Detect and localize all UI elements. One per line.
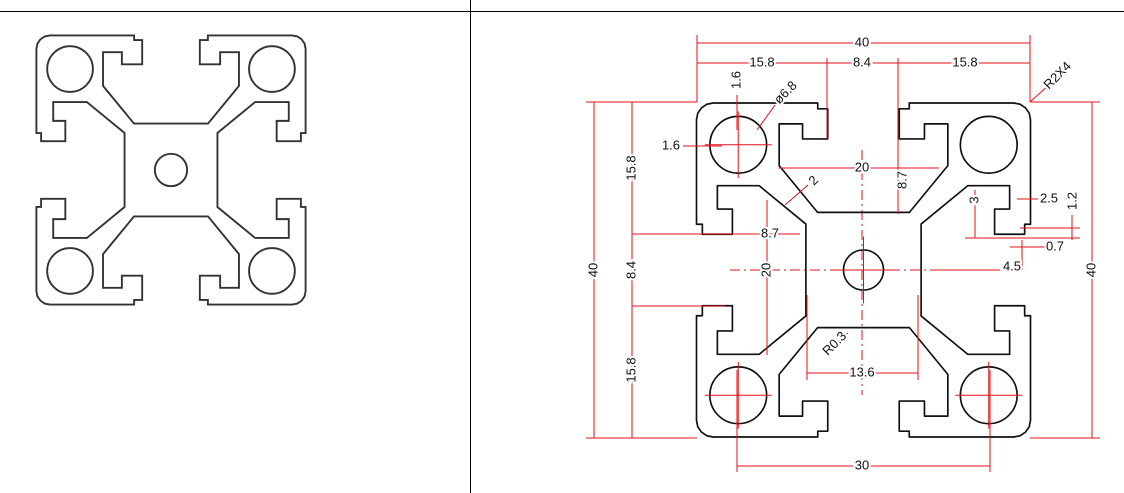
profile-preview-cell (0, 12, 470, 493)
dim-notch-radius: R0.3 (819, 328, 849, 358)
dimension-lines (586, 35, 1100, 472)
dim-slot-depth-vertical: 8.7 (894, 171, 909, 189)
dim-wall-thickness-top: 1.6 (728, 71, 743, 89)
dim-top-right-segment: 15.8 (952, 54, 977, 69)
profile-dimension-cell: 40 15.8 8.4 15.8 R2X4 1.6 ø6.8 1.6 20 8.… (471, 12, 1124, 493)
table-top-border (0, 11, 1124, 12)
dim-slot-opening-top: 8.4 (853, 54, 871, 69)
dim-slot-opening-left: 8.4 (623, 261, 638, 279)
corner-hole (959, 115, 1018, 174)
dim-core-width: 13.6 (849, 364, 874, 379)
profile-outline (35, 34, 307, 306)
dim-inner-slot-height: 20 (758, 263, 773, 277)
dim-overall-width: 40 (855, 34, 869, 49)
center-bore (153, 152, 189, 188)
dimensioned-drawing: 40 15.8 8.4 15.8 R2X4 1.6 ø6.8 1.6 20 8.… (583, 32, 1100, 474)
dim-overall-height-right: 40 (1083, 263, 1098, 277)
profile-preview-drawing (35, 34, 307, 306)
profile-outline (695, 102, 1032, 438)
dim-lip-offset: 1.2 (1064, 192, 1079, 210)
dim-lip-height: 3 (966, 196, 981, 203)
dim-top-left-segment: 15.8 (749, 54, 774, 69)
dim-inner-slot-width: 20 (855, 159, 869, 174)
dim-lip-to-center: 4.5 (1003, 258, 1021, 273)
dim-left-bottom-segment: 15.8 (623, 357, 638, 382)
corner-hole (248, 45, 296, 93)
corner-hole (46, 45, 94, 93)
dim-left-top-segment: 15.8 (623, 155, 638, 180)
corner-hole (46, 247, 94, 295)
dim-lip-width: 2.5 (1040, 190, 1058, 205)
dim-hole-spacing: 30 (855, 457, 869, 472)
corner-hole (248, 247, 296, 295)
table-column-divider (470, 0, 471, 493)
dim-corner-radius: R2X4 (1040, 58, 1074, 92)
dim-notch-width: 0.7 (1046, 238, 1064, 253)
dim-overall-height-left: 40 (585, 263, 600, 277)
dim-wall-thickness-left: 1.6 (662, 137, 680, 152)
dim-slot-depth-horizontal: 8.7 (761, 225, 779, 240)
